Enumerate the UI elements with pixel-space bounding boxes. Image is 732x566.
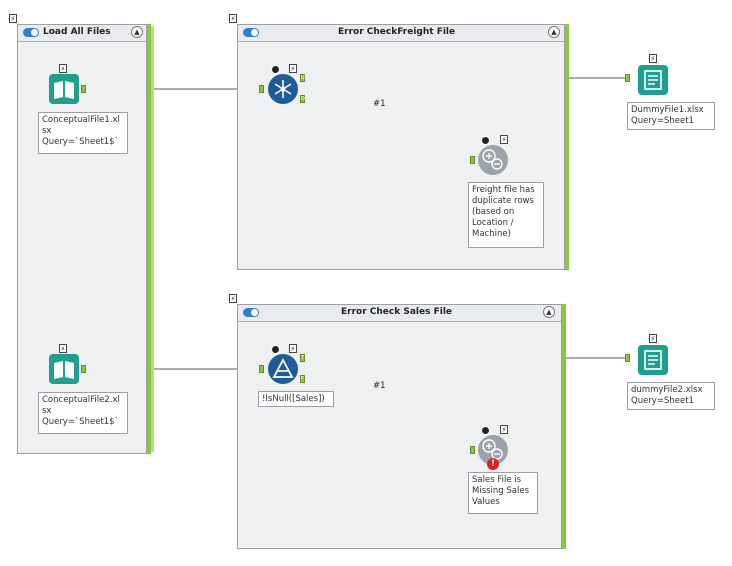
collapse-button[interactable]: ▲ <box>131 26 143 38</box>
filter-icon <box>272 358 294 378</box>
cache-marker-icon <box>481 426 490 435</box>
container-toggle[interactable] <box>243 28 259 37</box>
lightning-icon: ⚡ <box>649 334 657 343</box>
false-anchor[interactable]: F <box>300 375 305 383</box>
unique-tool[interactable] <box>268 74 298 104</box>
book-icon <box>54 361 74 379</box>
container-lightning-icon: ⚡ <box>229 14 237 23</box>
container-toggle[interactable] <box>23 28 39 37</box>
tool-annotation: Sales File is Missing Sales Values <box>468 472 538 514</box>
container-lightning-icon: ⚡ <box>229 294 237 303</box>
container-green-edge <box>565 24 569 270</box>
container-titlebar[interactable]: Error CheckFreight File ▲ <box>238 25 564 42</box>
container-green-edge <box>147 24 151 454</box>
connection-label: #1 <box>373 381 386 391</box>
lightning-icon: ⚡ <box>59 344 67 353</box>
input-anchor[interactable] <box>470 446 475 454</box>
container-green-edge <box>562 304 566 549</box>
input-anchor[interactable] <box>259 365 264 373</box>
tool-annotation: ConceptualFile1.xl sx Query=`Sheet1$` <box>38 112 128 154</box>
true-anchor[interactable]: T <box>300 354 305 362</box>
container-title: Load All Files <box>43 27 111 37</box>
output-data-tool-2[interactable] <box>638 345 668 375</box>
input-data-tool-2[interactable] <box>49 354 79 384</box>
cache-marker-icon <box>481 136 490 145</box>
duplicates-anchor[interactable]: D <box>300 95 305 103</box>
book-icon <box>54 81 74 99</box>
container-load-all-files[interactable]: Load All Files ▲ <box>17 24 147 454</box>
lightning-icon: ⚡ <box>500 425 508 434</box>
container-titlebar[interactable]: Load All Files ▲ <box>18 25 146 42</box>
tool-annotation: Freight file has duplicate rows (based o… <box>468 182 544 248</box>
input-data-tool-1[interactable] <box>49 74 79 104</box>
document-icon <box>644 350 662 370</box>
tool-annotation: ConceptualFile2.xl sx Query=`Sheet1$` <box>38 392 128 434</box>
lightning-icon: ⚡ <box>289 64 297 73</box>
container-green-edge-inner <box>151 26 154 452</box>
error-icon: ! <box>487 458 499 470</box>
input-anchor[interactable] <box>625 74 630 82</box>
lightning-icon: ⚡ <box>59 64 67 73</box>
snowflake-icon <box>274 80 292 98</box>
tool-annotation: dummyFile2.xlsx Query=Sheet1 <box>627 382 715 410</box>
input-anchor[interactable] <box>470 156 475 164</box>
tool-annotation: DummyFile1.xlsx Query=Sheet1 <box>627 102 715 130</box>
unique-anchor[interactable]: U <box>300 74 305 82</box>
input-anchor[interactable] <box>259 85 264 93</box>
container-lightning-icon: ⚡ <box>9 14 17 23</box>
container-title: Error CheckFreight File <box>338 27 456 37</box>
collapse-button[interactable]: ▲ <box>548 26 560 38</box>
document-icon <box>644 70 662 90</box>
connection-label: #1 <box>373 99 386 109</box>
output-data-tool-1[interactable] <box>638 65 668 95</box>
cache-marker-icon <box>271 65 280 74</box>
input-anchor[interactable] <box>625 354 630 362</box>
tool-annotation: !IsNull([Sales]) <box>258 391 334 407</box>
cache-marker-icon <box>271 345 280 354</box>
message-tool-1[interactable] <box>478 145 508 175</box>
container-title: Error Check Sales File <box>341 307 453 317</box>
container-titlebar[interactable]: Error Check Sales File ▲ <box>238 305 561 322</box>
output-anchor[interactable] <box>81 365 86 373</box>
lightning-icon: ⚡ <box>500 135 508 144</box>
lightning-icon: ⚡ <box>649 54 657 63</box>
lightning-icon: ⚡ <box>289 344 297 353</box>
gear-icon <box>482 149 503 170</box>
collapse-button[interactable]: ▲ <box>543 306 555 318</box>
filter-tool[interactable] <box>268 354 298 384</box>
output-anchor[interactable] <box>81 85 86 93</box>
container-toggle[interactable] <box>243 308 259 317</box>
